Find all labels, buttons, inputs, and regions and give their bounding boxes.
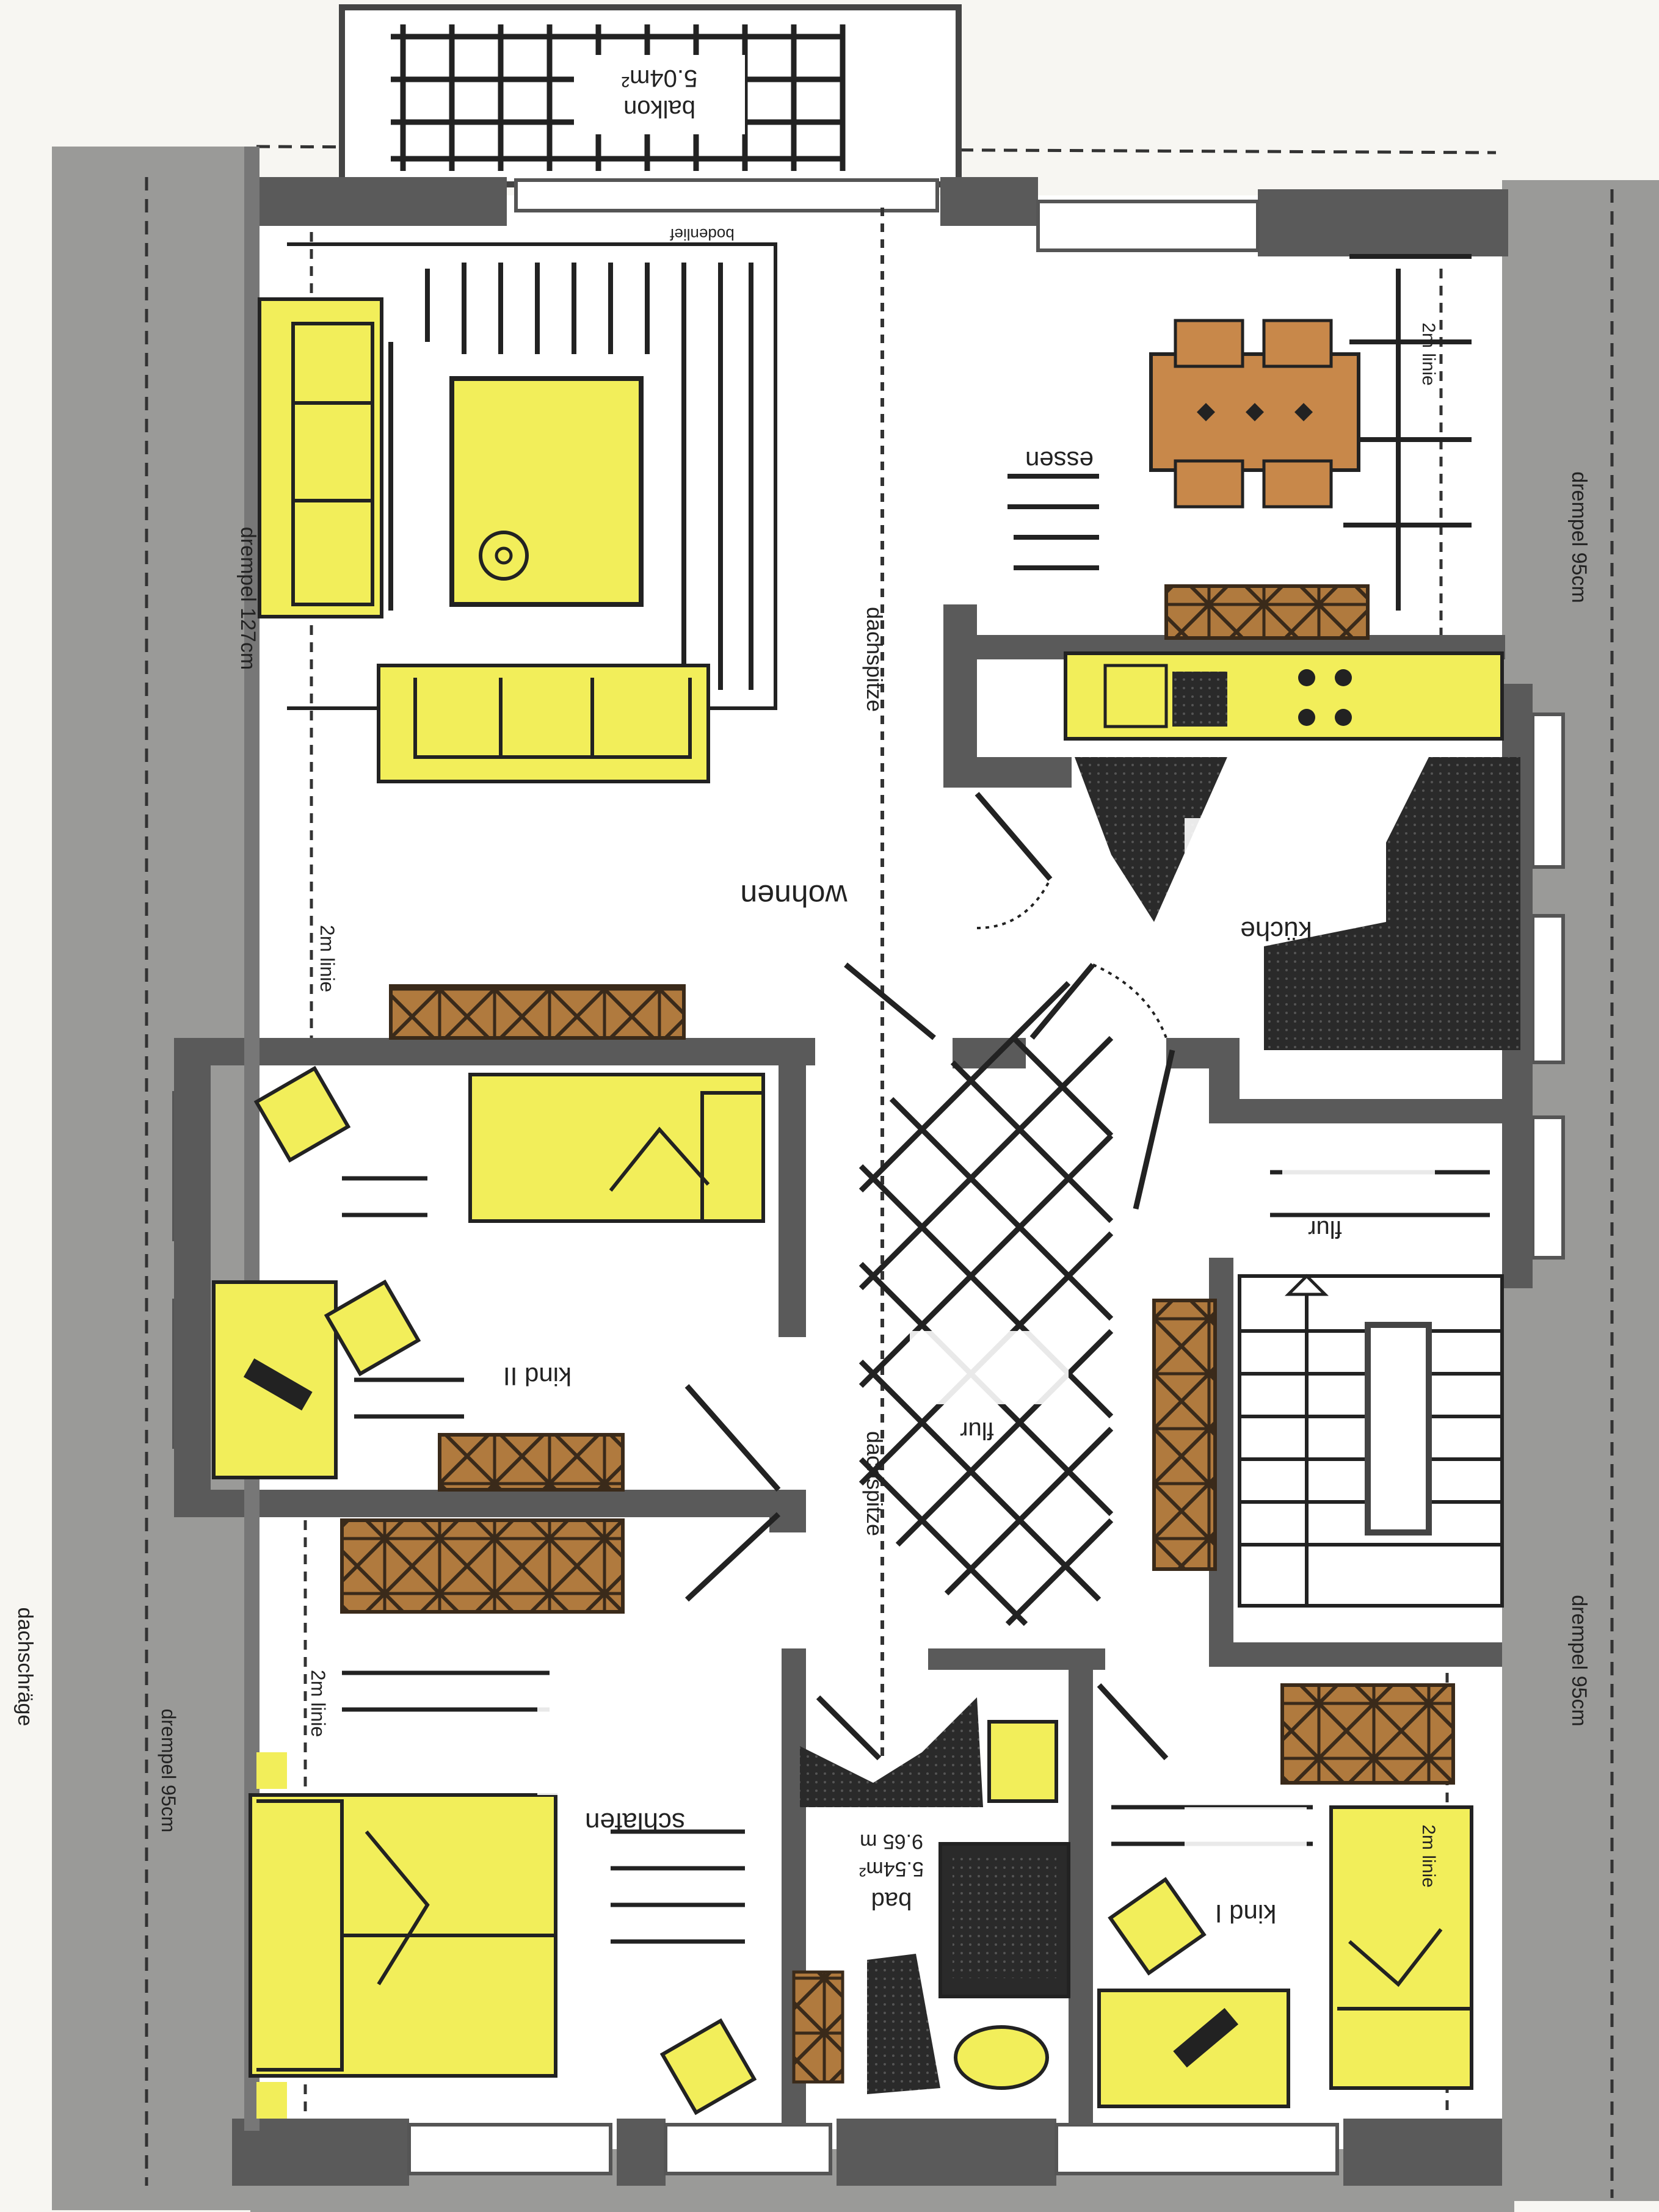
bath-mat-bottom: [867, 1954, 940, 2094]
sofa-bottom: [377, 664, 710, 783]
chair-kind2-desk: [324, 1279, 421, 1377]
schlafen-label: schlafen: [585, 1807, 685, 1837]
dachspitze-mid-label: dachspitze: [862, 1431, 887, 1536]
drempel-right-top-label: drempel 95cm: [1567, 471, 1591, 603]
nightstand-top: [256, 1752, 287, 1789]
stove-block: [1172, 672, 1227, 727]
drempel-right-bottom-label: drempel 95cm: [1567, 1595, 1591, 1726]
flur-doors[interactable]: [844, 962, 1175, 1210]
wohnen-room: wohnen drempel 127cm bodenlief 2m linie: [236, 225, 848, 1040]
laptop-kind1-icon: [1173, 2007, 1239, 2068]
bodenlief-label: bodenlief: [669, 225, 734, 244]
balcony-label-bg: [574, 55, 745, 134]
cabinet-kind2: [438, 1433, 625, 1492]
nightstand-bottom: [256, 2082, 287, 2119]
kitchen-mat-left: [1075, 757, 1227, 922]
balkon-area: 5.04m²: [622, 65, 698, 92]
roof-zone-left: [52, 147, 260, 2210]
sofa-left: [258, 297, 383, 618]
wardrobe-schlafen: [340, 1518, 625, 1614]
drempel-left-top-label: drempel 127cm: [236, 527, 260, 670]
dachschraege-label: dachschräge: [13, 1608, 37, 1727]
dining-chairs: [1174, 319, 1333, 509]
essen-stripes: [1007, 254, 1472, 611]
essen-label: essen: [1025, 446, 1094, 475]
desk-kind1: [1097, 1989, 1290, 2108]
schlafen-room: schlafen 2m linie drempel 95cm: [158, 1512, 781, 2119]
stair-well: [1365, 1322, 1432, 1536]
kitchen-mat-right: [1264, 757, 1520, 1050]
rug-stripes: [388, 263, 753, 690]
kind2-label: kind II: [503, 1362, 572, 1391]
bed-kind1: [1329, 1805, 1473, 2090]
schlafen-2m-label: 2m linie: [307, 1670, 329, 1737]
bad-label: bad: [871, 1887, 912, 1914]
kind1-room: kind I 2m linie: [1097, 1683, 1473, 2108]
chair-schlafen: [659, 2018, 757, 2116]
bad-cabinet: [792, 1970, 844, 2084]
kueche-room: küche: [975, 651, 1520, 1050]
wardrobe-kind1: [1280, 1683, 1455, 1785]
chair-kind2-top: [253, 1065, 351, 1163]
bad-area1: 5.54m²: [859, 1857, 924, 1880]
kind1-label: kind I: [1215, 1899, 1276, 1928]
essen-2m-label: 2m linie: [1418, 322, 1439, 385]
interior-walls: [174, 604, 1533, 2125]
stair-arrow-icon: [1284, 1274, 1329, 1296]
bath-mat-top: [800, 1697, 983, 1807]
bad-door[interactable]: [816, 1695, 882, 1761]
flur-upper-room: flur: [1270, 1130, 1490, 1242]
bad-room: bad 5.54m² 9.65 m: [792, 1695, 1070, 2094]
staircase: [1238, 1274, 1504, 1608]
schlafen-door[interactable]: [684, 1512, 781, 1602]
wohnen-label: wohnen: [740, 879, 848, 913]
chair-kind1: [1108, 1877, 1207, 1976]
cabinet-flur: [1152, 1299, 1217, 1571]
essen-room: essen 2m linie: [1007, 254, 1472, 640]
kind1-door[interactable]: [1097, 1683, 1169, 1761]
flur-upper-label: flur: [1308, 1216, 1342, 1242]
laptop-icon: [243, 1358, 313, 1411]
sink-icon: [1103, 664, 1168, 728]
cooktop-icon: [1298, 669, 1352, 726]
bowl-icon: [479, 531, 529, 581]
cabinet-wohnen: [389, 984, 686, 1040]
kitchen-door[interactable]: [975, 792, 1095, 1040]
balkon-label: balkon: [623, 95, 695, 122]
kind1-2m-label: 2m linie: [1418, 1824, 1439, 1887]
toilet-icon: [954, 2025, 1049, 2090]
washbasin-icon: [987, 1720, 1058, 1803]
flur-main-label: flur: [960, 1417, 994, 1444]
flur-main-room: flur dachspitze dachspitze: [844, 607, 1217, 1626]
kind2-door[interactable]: [684, 1384, 781, 1492]
exterior-walls: [232, 177, 1508, 2186]
cabinet-essen: [1164, 584, 1370, 640]
drempel-left-bottom-label: drempel 95cm: [158, 1709, 180, 1833]
dining-table: [1149, 352, 1360, 472]
kind2-room: kind II: [212, 1065, 781, 1492]
bed-kind2: [468, 1073, 765, 1223]
kitchen-counter: [1064, 651, 1504, 741]
dachspitze-top-label: dachspitze: [862, 607, 887, 712]
kueche-label: küche: [1240, 916, 1312, 946]
bad-area2: 9.65 m: [860, 1830, 923, 1853]
coffee-table: [449, 376, 644, 607]
wohnen-2m-label: 2m linie: [316, 925, 338, 992]
